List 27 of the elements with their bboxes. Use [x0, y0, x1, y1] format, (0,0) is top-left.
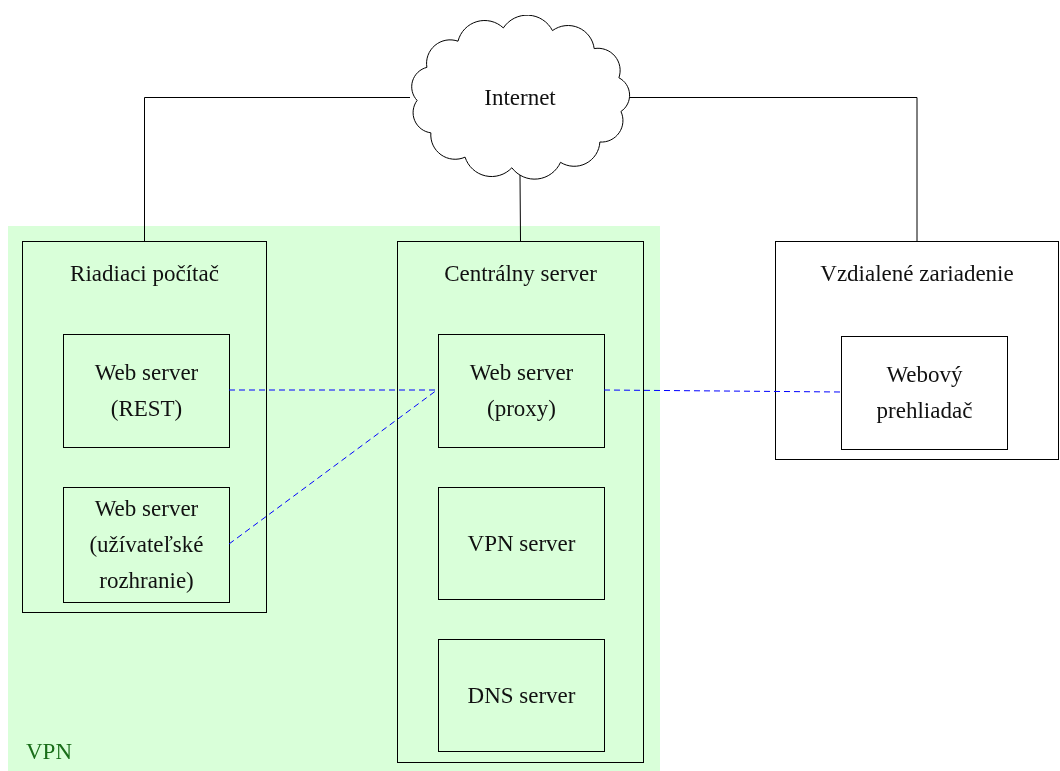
node-label: DNS server — [467, 681, 576, 710]
connector-line — [144, 97, 411, 242]
server-box — [438, 334, 605, 448]
dashed-connector — [603, 389, 841, 393]
node-label: Centrálny server — [444, 260, 597, 288]
server-box — [438, 487, 605, 600]
server-box — [63, 334, 230, 448]
node-label: Riadiaci počítač — [70, 260, 219, 288]
node-label: VPN server — [467, 529, 576, 558]
connector-line — [629, 97, 918, 242]
device-box — [397, 241, 644, 763]
node-label: Vzdialené zariadenie — [820, 260, 1014, 288]
dashed-connector — [228, 389, 438, 545]
device-box — [22, 241, 267, 613]
dashed-connector — [228, 389, 438, 391]
connector-line — [519, 174, 521, 242]
server-box — [438, 639, 605, 752]
server-box — [841, 336, 1008, 450]
node-label: Webový prehliadač — [875, 361, 974, 425]
node-label: Internet — [484, 84, 556, 110]
node-label: Web server (užívateľské rozhranie) — [88, 495, 205, 595]
node-label: Web server (proxy) — [468, 359, 575, 423]
vpn-region — [8, 226, 660, 771]
node-label: Web server (REST) — [93, 359, 200, 423]
server-box — [63, 487, 230, 603]
device-box — [775, 241, 1059, 460]
node-label: VPN — [26, 739, 72, 764]
